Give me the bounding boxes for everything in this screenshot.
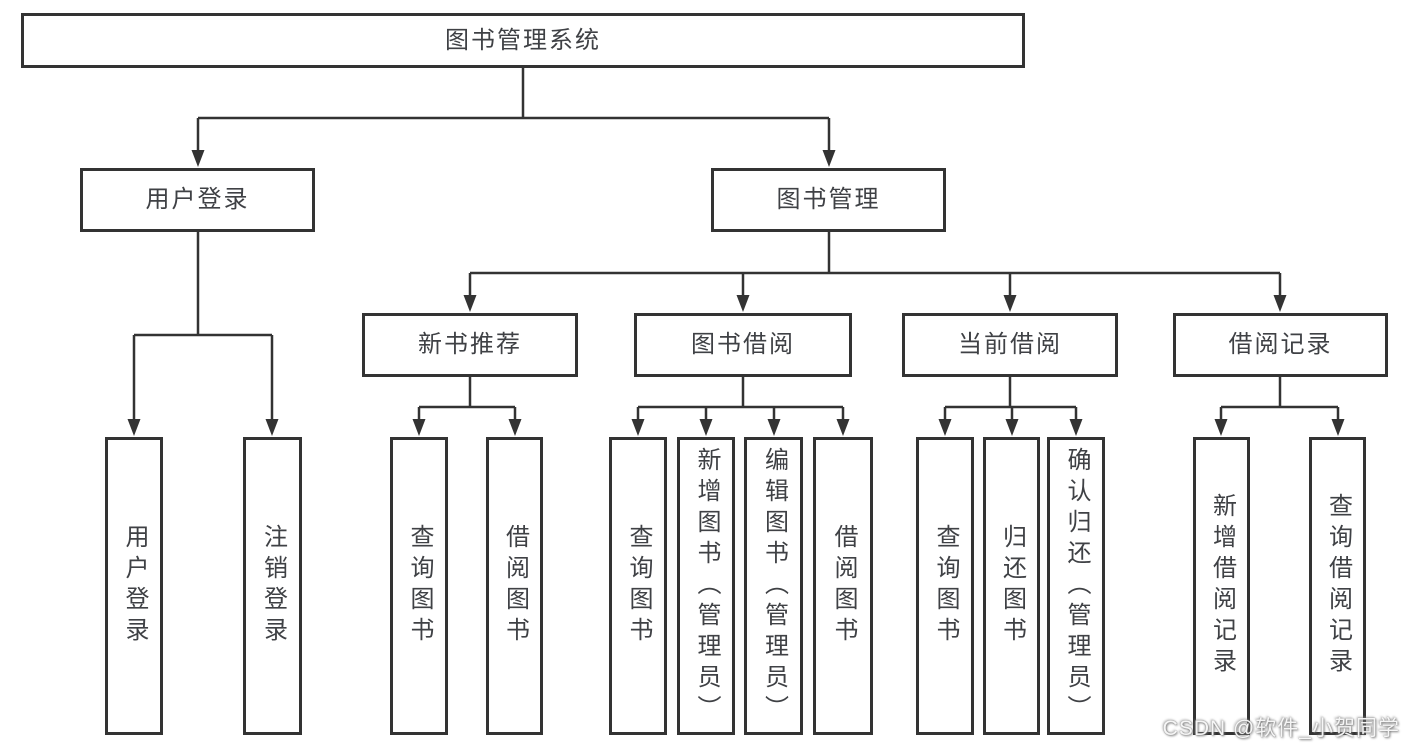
leaf-borrow-borrow-books: 借阅图书 <box>813 437 873 735</box>
node-new-book-recommendation: 新书推荐 <box>362 313 578 377</box>
leaf-add-books-admin: 新增图书（管理员） <box>677 437 735 735</box>
leaf-return-books: 归还图书 <box>983 437 1040 735</box>
node-current-borrowing: 当前借阅 <box>902 313 1118 377</box>
leaf-user-login: 用户登录 <box>105 437 163 735</box>
leaf-logout: 注销登录 <box>243 437 302 735</box>
node-user-login: 用户登录 <box>80 168 315 232</box>
node-borrow-records: 借阅记录 <box>1173 313 1388 377</box>
leaf-add-borrow-record: 新增借阅记录 <box>1193 437 1250 735</box>
leaf-newbook-borrow-books: 借阅图书 <box>486 437 543 735</box>
leaf-query-borrow-record: 查询借阅记录 <box>1309 437 1366 735</box>
leaf-current-query-books: 查询图书 <box>916 437 974 735</box>
node-root-title: 图书管理系统 <box>21 13 1025 68</box>
leaf-edit-books-admin: 编辑图书（管理员） <box>744 437 803 735</box>
node-book-borrowing: 图书借阅 <box>634 313 852 377</box>
leaf-newbook-query-books: 查询图书 <box>390 437 448 735</box>
leaf-confirm-return-admin: 确认归还（管理员） <box>1047 437 1105 735</box>
node-book-management: 图书管理 <box>711 168 946 232</box>
leaf-borrow-query-books: 查询图书 <box>609 437 667 735</box>
